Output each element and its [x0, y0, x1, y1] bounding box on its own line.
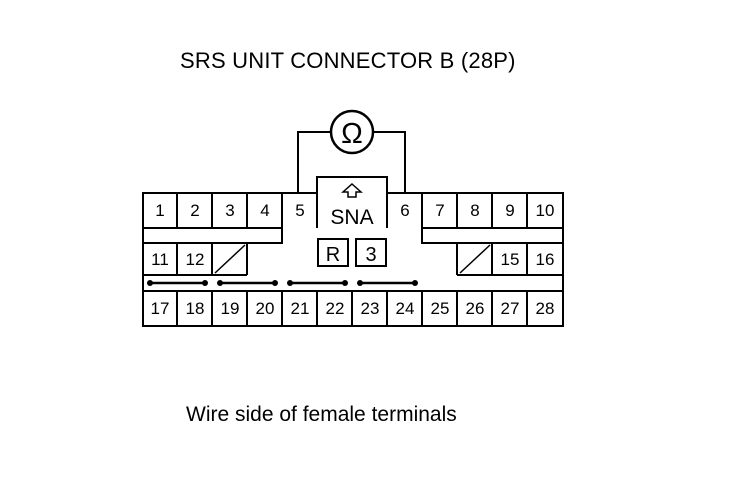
row1-terminal-numbers: 1 2 3 4 5 6 7 8 9 10 — [155, 201, 554, 220]
blank-terminal-slash-right — [459, 244, 491, 274]
terminal-7: 7 — [435, 201, 444, 220]
diagram-title: SRS UNIT CONNECTOR B (28P) — [180, 48, 516, 73]
jumper-21-22 — [287, 280, 348, 286]
terminal-20: 20 — [256, 299, 275, 318]
terminal-22: 22 — [326, 299, 345, 318]
jumper-17-18 — [147, 280, 208, 286]
terminal-28: 28 — [536, 299, 555, 318]
ohmmeter: Ω — [297, 109, 406, 193]
jumper-bars — [147, 280, 418, 286]
terminal-2: 2 — [190, 201, 199, 220]
probe-lead-6 — [373, 131, 406, 193]
terminal-8: 8 — [470, 201, 479, 220]
blank-terminal-slash-left — [214, 244, 246, 274]
inset-label-r: R — [326, 244, 340, 266]
row2-cells — [143, 243, 563, 276]
inset-label-3: 3 — [365, 244, 376, 266]
ohm-symbol: Ω — [341, 118, 363, 150]
terminal-12: 12 — [186, 250, 205, 269]
terminal-11: 11 — [151, 250, 169, 269]
terminal-4: 4 — [260, 201, 269, 220]
terminal-16: 16 — [536, 250, 555, 269]
jumper-19-20 — [217, 280, 278, 286]
terminal-26: 26 — [466, 299, 485, 318]
inset-box-r — [317, 238, 349, 267]
terminal-19: 19 — [221, 299, 240, 318]
terminal-5: 5 — [295, 201, 304, 220]
terminal-6: 6 — [400, 201, 409, 220]
terminal-24: 24 — [396, 299, 415, 318]
jumper-23-24 — [357, 280, 418, 286]
terminal-10: 10 — [536, 201, 555, 220]
probe-lead-5 — [297, 131, 331, 193]
row3-terminal-numbers: 17 18 19 20 21 22 23 24 25 26 27 28 — [151, 299, 555, 318]
row1-dividers — [176, 193, 528, 228]
inset-box-3 — [355, 238, 387, 267]
row2-terminal-numbers: 11 12 15 16 — [151, 250, 554, 269]
terminal-23: 23 — [361, 299, 380, 318]
key-label: SNA — [330, 206, 373, 229]
terminal-9: 9 — [505, 201, 514, 220]
terminal-3: 3 — [225, 201, 234, 220]
terminal-18: 18 — [186, 299, 205, 318]
terminal-15: 15 — [501, 250, 520, 269]
terminal-17: 17 — [151, 299, 170, 318]
up-arrow-icon — [341, 182, 363, 198]
row3-dividers — [176, 291, 528, 326]
terminal-27: 27 — [501, 299, 520, 318]
terminal-1: 1 — [155, 201, 164, 220]
terminal-25: 25 — [431, 299, 450, 318]
terminal-21: 21 — [291, 299, 310, 318]
diagram-caption: Wire side of female terminals — [186, 403, 457, 426]
